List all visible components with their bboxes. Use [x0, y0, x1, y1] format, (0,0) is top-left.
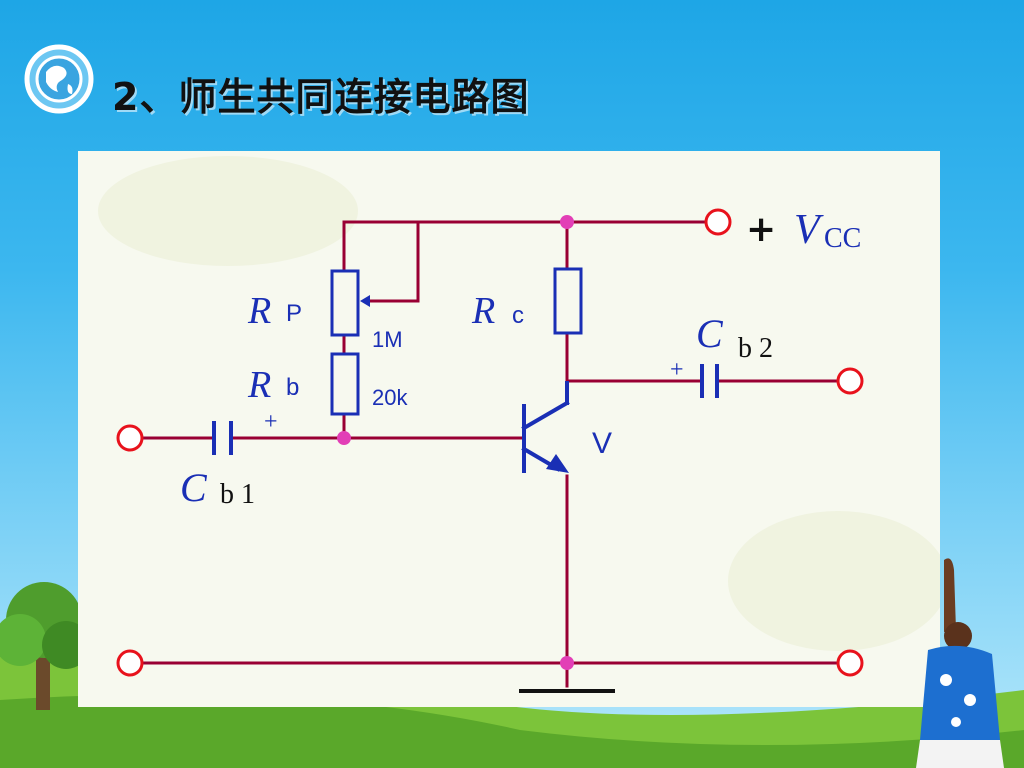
vcc-sub-label: CC [824, 223, 861, 254]
resistor-rc [553, 267, 583, 335]
cheering-person-icon [916, 558, 1004, 768]
capacitor-cb1 [212, 421, 233, 455]
cb2-sub-label: b 2 [738, 333, 773, 364]
transistor-label: V [592, 427, 612, 460]
potentiometer-rp [330, 269, 370, 337]
terminals [116, 208, 864, 677]
rp-value-label: 1M [372, 327, 403, 352]
cb2-label: C [696, 311, 724, 356]
vcc-plus-label: + [746, 209, 776, 250]
rb-sub-label: b [286, 374, 299, 401]
rp-sub-label: P [286, 300, 302, 327]
globe-badge-icon [24, 44, 94, 114]
circuit-diagram: + V CC R P 1M R b 20k R c + C b 1 + C b … [98, 156, 940, 693]
rb-value-label: 20k [372, 385, 408, 410]
wires [136, 220, 842, 693]
cb1-plus-label: + [264, 409, 278, 435]
rc-sub-label: c [512, 302, 524, 329]
rc-label: R [471, 290, 495, 332]
vcc-label: V [794, 207, 824, 253]
cb1-label: C [180, 465, 208, 510]
wiper-arrow-icon [360, 295, 370, 307]
resistor-rb [330, 352, 360, 416]
capacitor-cb2 [700, 364, 719, 398]
emitter-arrow-icon [546, 454, 569, 473]
rb-label: R [247, 364, 271, 406]
circuit-panel: + V CC R P 1M R b 20k R c + C b 1 + C b … [78, 151, 940, 707]
junction-nodes [337, 215, 574, 670]
cb2-plus-label: + [670, 357, 684, 383]
cb1-sub-label: b 1 [220, 479, 255, 510]
slide-title: 2、师生共同连接电路图 [112, 75, 530, 119]
transistor-v [521, 381, 570, 473]
rp-label: R [247, 290, 271, 332]
